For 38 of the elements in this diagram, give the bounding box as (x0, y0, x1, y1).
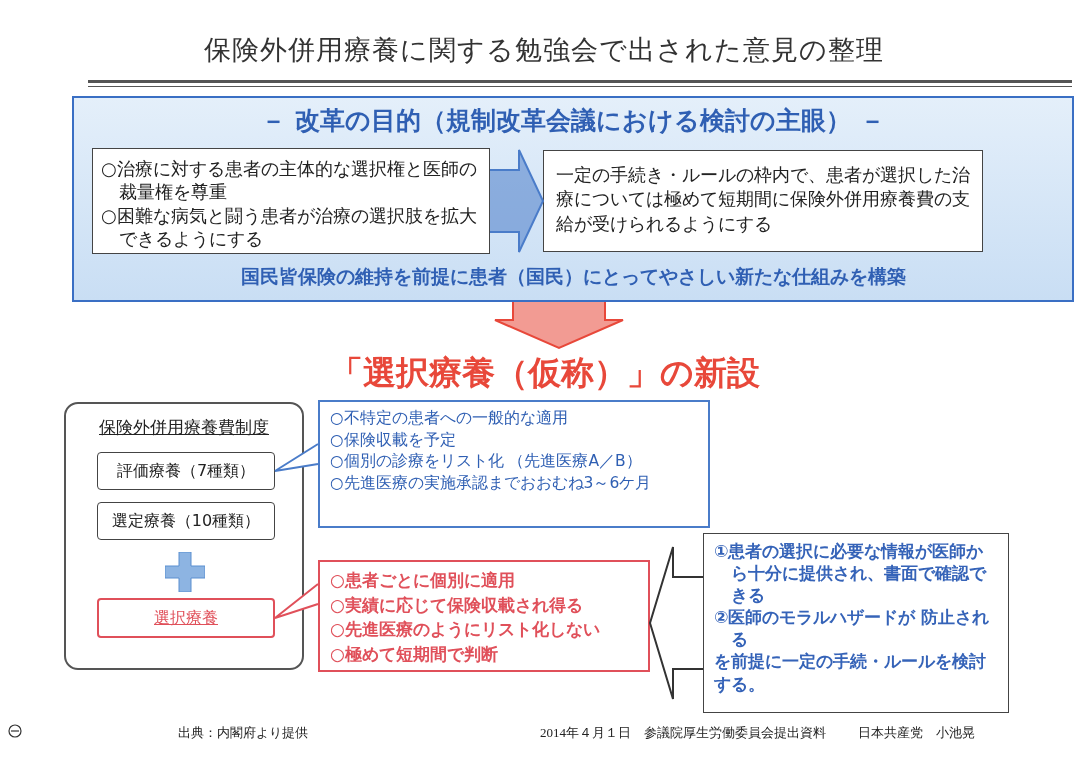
callout-box (318, 400, 710, 528)
bullet-text: ○先進医療のようにリスト化しない (330, 618, 601, 642)
paragraph-text: 一定の手続き・ルールの枠内で、患者が選択した治療については極めて短期間に保険外併用療養費の支給が受けられるようにする (556, 163, 970, 236)
text-box (543, 150, 983, 252)
bullet-text: ○保険収載を予定 (330, 429, 457, 451)
condition-text: ①患者の選択に必要な情報が医師から十分に提供され、書面で確認できる (714, 540, 988, 607)
footer-note: 日本共産党 小池晃 (858, 724, 975, 742)
section-heading: 「選択療養（仮称）」の新設 (329, 352, 761, 394)
bullet-text: ○個別の診療をリスト化 （先進医療A／B） (330, 451, 643, 473)
panel-heading: － 改革の目的（規制改革会議における検討の主眼） － (260, 105, 886, 137)
callout-box (318, 560, 650, 672)
text-box (92, 148, 490, 254)
bullet-text: ○極めて短期間で判断 (330, 642, 499, 666)
goal-panel (72, 96, 1074, 302)
footer-note: 2014年４月１日 参議院厚生労働委員会提出資料 (540, 724, 826, 742)
block-arrow (648, 546, 704, 700)
category-label: 選定療養（10種類） (111, 510, 261, 532)
bullet-text: ○実績に応じて保険収載され得る (330, 593, 584, 617)
condition-box (703, 533, 1009, 713)
bullet-text: ○不特定の患者への一般的な適用 (330, 408, 569, 429)
callout-pointer (274, 443, 319, 472)
category-label: 評価療養（7種類） (116, 460, 256, 482)
callout-pointer (274, 583, 319, 619)
slide-title: 保険外併用療養に関する勉強会で出された意見の整理 (202, 33, 885, 67)
panel-summary: 国民皆保険の維持を前提に患者（国民）にとってやさしい新たな仕組みを構築 (239, 264, 907, 289)
block-arrow (494, 301, 624, 350)
bullet-text: ○先進医療の実施承認までおおむね3～6ケ月 (330, 473, 653, 495)
block-arrow (489, 149, 545, 253)
footer-note: 出典：内閣府より提供 (178, 724, 308, 742)
category-box (97, 502, 275, 540)
bullet-text: ○困難な病気と闘う患者が治療の選択肢を拡大できるようにする (101, 203, 478, 251)
box-heading: 保険外併用療養費制度 (98, 416, 270, 439)
bullet-text: ○患者ごとに個別に適用 (330, 569, 516, 592)
category-label: 選択療養 (154, 607, 218, 629)
bullet-text: ○治療に対する患者の主体的な選択権と医師の裁量権を尊重 (101, 157, 478, 204)
condition-text: を前提に一定の手続・ルールを検討する。 (714, 650, 987, 695)
system-box (64, 402, 304, 670)
condition-text: ②医師のモラルハザードが 防止される (714, 606, 991, 651)
